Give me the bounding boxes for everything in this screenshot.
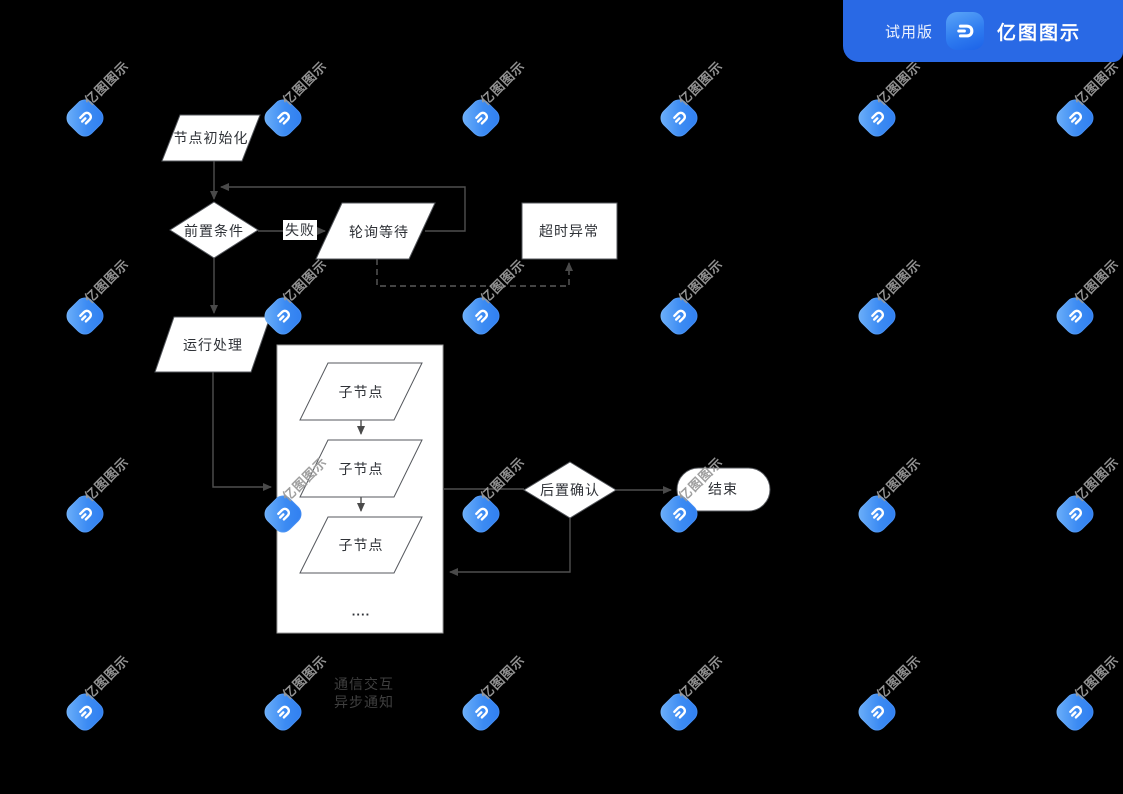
node-precondition-label: 前置条件 (184, 223, 244, 239)
node-child-2-label: 子节点 (338, 461, 384, 477)
node-child-1[interactable] (299, 362, 423, 421)
trial-badge-label: 试用版 (884, 23, 933, 41)
edraw-app-icon (946, 12, 984, 50)
trial-badge[interactable]: 试用版 亿图图示 (843, 0, 1123, 62)
node-precondition[interactable] (169, 201, 259, 259)
node-run-label: 运行处理 (183, 337, 243, 353)
node-child-3[interactable] (299, 516, 423, 574)
legend-line-2: 异步通知 (334, 694, 394, 710)
legend-line-1: 通信交互 (334, 676, 394, 692)
node-child-3-label: 子节点 (338, 537, 384, 553)
connector-pollwait-loopback (220, 183, 466, 232)
connector-postconfirm-loopback (449, 518, 571, 576)
edraw-app-name: 亿图图示 (997, 22, 1082, 44)
node-init[interactable] (161, 114, 261, 162)
node-child-1-label: 子节点 (338, 384, 384, 400)
node-init-label: 节点初始化 (173, 130, 249, 146)
node-poll-wait[interactable] (315, 202, 436, 260)
ellipsis-label: .... (351, 603, 371, 619)
edge-label-fail: 失败 (283, 220, 317, 240)
connector-run-to-container (212, 372, 272, 491)
node-timeout[interactable] (521, 202, 618, 260)
node-end-label: 结束 (708, 481, 738, 497)
node-poll-wait-label: 轮询等待 (349, 224, 409, 240)
node-post-confirm-label: 后置确认 (540, 482, 600, 498)
node-run[interactable] (154, 316, 271, 373)
node-post-confirm[interactable] (523, 461, 617, 519)
node-timeout-label: 超时异常 (539, 223, 599, 239)
node-child-2[interactable] (299, 439, 423, 498)
connector-pollwait-to-timeout-async (376, 259, 573, 287)
